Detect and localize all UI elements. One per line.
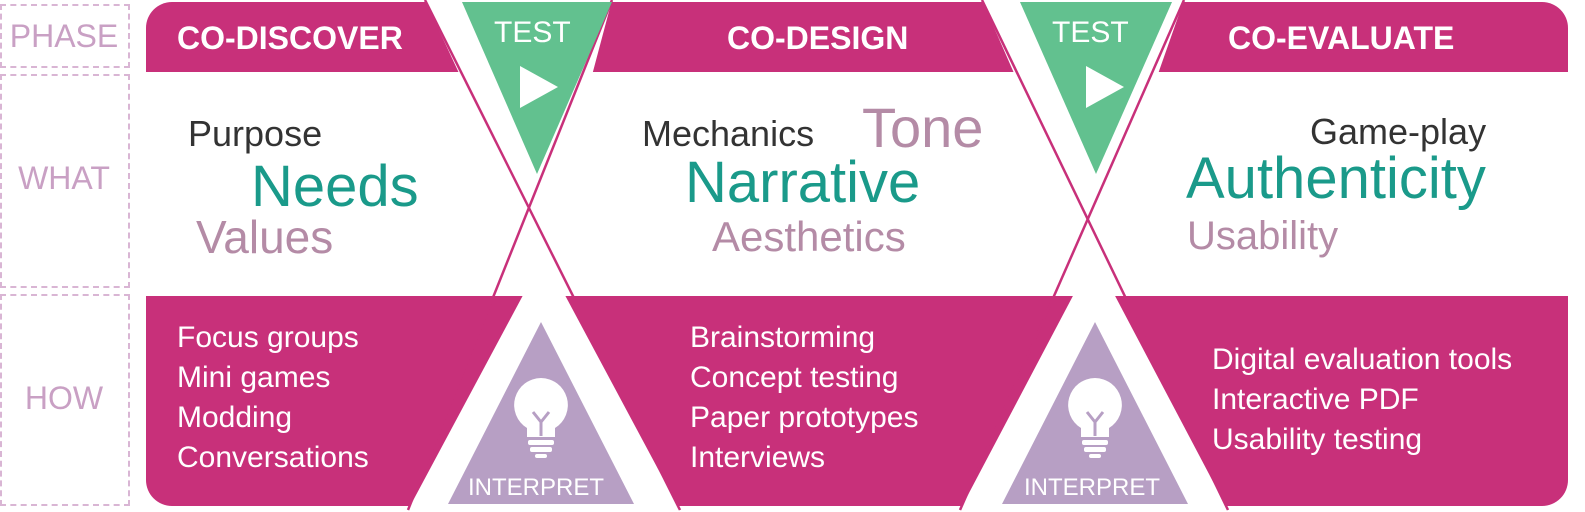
cross-line	[958, 0, 1186, 511]
phase-row-frame	[0, 4, 130, 68]
how-item: Modding	[177, 401, 293, 434]
phase-title: CO-EVALUATE	[1228, 20, 1455, 56]
row-label-phase: PHASE	[9, 18, 119, 54]
how-item: Interactive PDF	[1212, 383, 1419, 416]
lightbulb-icon	[514, 378, 568, 458]
cross-line	[406, 0, 614, 511]
what-word: Authenticity	[1186, 146, 1486, 211]
what-word: Mechanics	[642, 113, 815, 154]
interpret-label: INTERPRET	[1024, 474, 1161, 501]
play-icon	[1086, 66, 1124, 108]
how-item: Conversations	[177, 441, 369, 474]
how-item: Digital evaluation tools	[1212, 343, 1513, 376]
how-list: Focus groups Mini games Modding Conversa…	[177, 318, 369, 478]
what-word: Tone	[862, 96, 984, 159]
how-item: Concept testing	[690, 361, 899, 394]
row-label-what: WHAT	[18, 160, 110, 196]
what-band	[146, 72, 1568, 296]
what-word: Needs	[251, 154, 419, 219]
how-list: Digital evaluation tools Interactive PDF…	[1212, 340, 1512, 460]
how-row-frame	[0, 294, 130, 506]
what-word: Narrative	[685, 150, 921, 215]
play-icon	[520, 66, 558, 108]
what-word: Game-play	[1310, 111, 1487, 152]
how-item: Mini games	[177, 361, 331, 394]
how-list: Brainstorming Concept testing Paper prot…	[690, 318, 918, 478]
test-label: TEST	[494, 16, 571, 49]
what-word: Values	[196, 211, 334, 263]
how-item: Paper prototypes	[690, 401, 919, 434]
test-label: TEST	[1052, 16, 1129, 49]
what-row-frame	[0, 74, 130, 288]
what-word: Purpose	[188, 113, 323, 154]
interpret-label: INTERPRET	[468, 474, 605, 501]
how-item: Usability testing	[1212, 423, 1423, 456]
cross-line	[423, 0, 682, 511]
lightbulb-icon	[1068, 378, 1122, 458]
phase-title: CO-DESIGN	[727, 20, 909, 56]
row-label-how: HOW	[24, 380, 104, 416]
how-item: Focus groups	[177, 321, 359, 354]
how-item: Brainstorming	[690, 321, 876, 354]
what-word: Aesthetics	[712, 213, 906, 260]
how-item: Interviews	[690, 441, 826, 474]
cross-line	[980, 0, 1230, 511]
phase-title: CO-DISCOVER	[177, 20, 403, 56]
what-word: Usability	[1187, 214, 1339, 258]
